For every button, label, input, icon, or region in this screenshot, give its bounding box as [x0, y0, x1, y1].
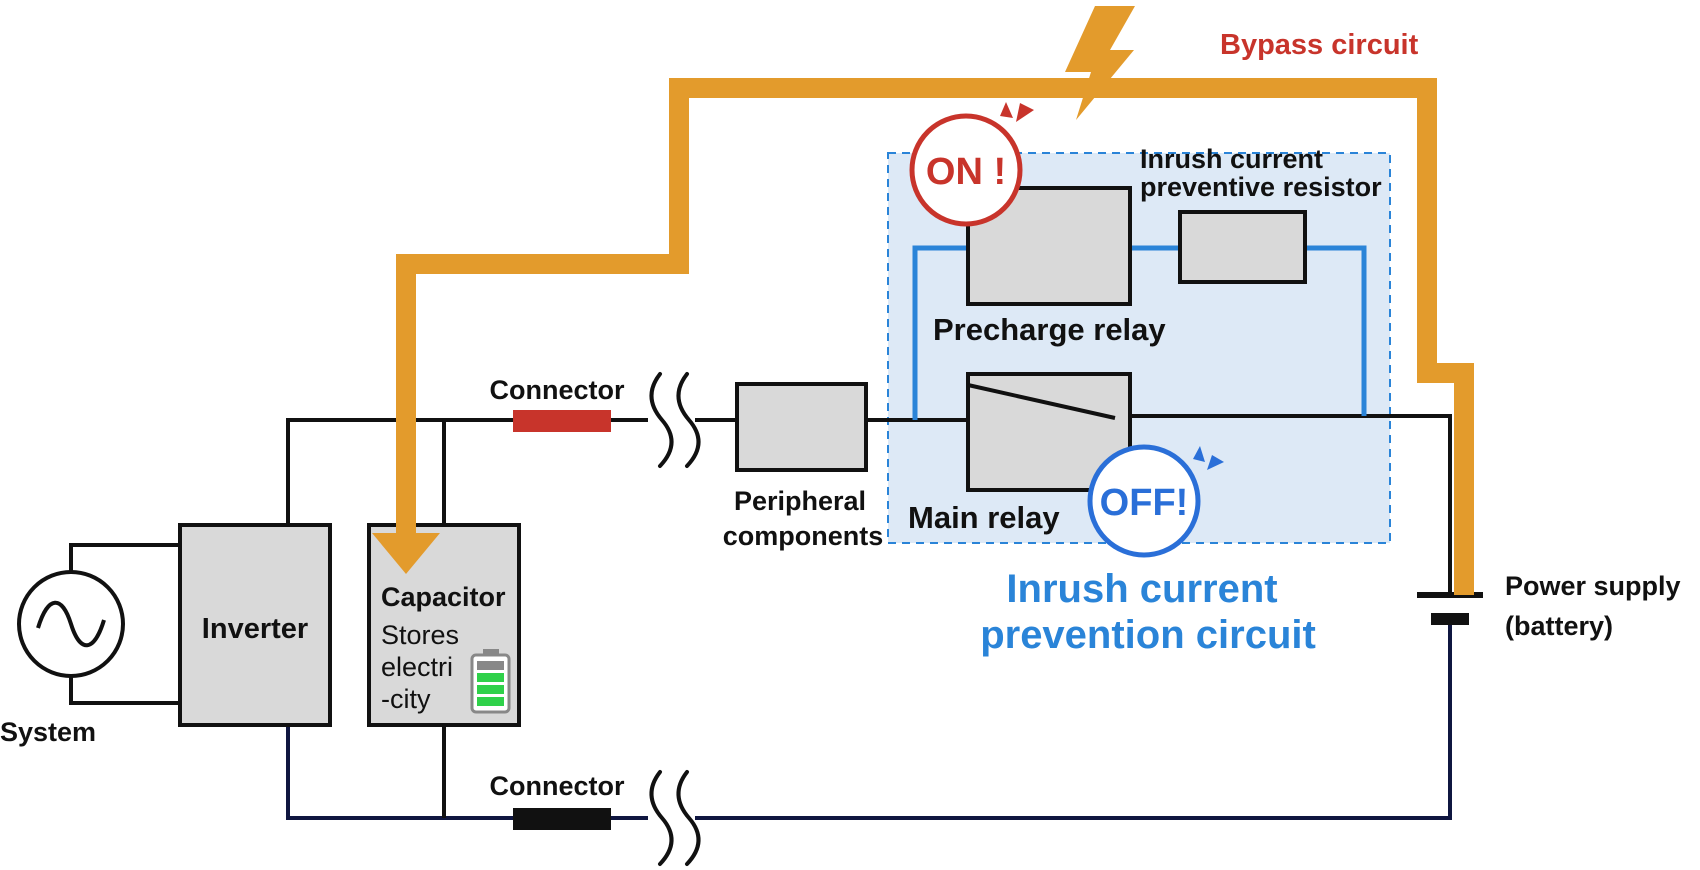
resistor-label-line-2: preventive resistor [1140, 172, 1382, 202]
off-badge: OFF! [1087, 444, 1224, 558]
capacitor-desc-line-2: electri [381, 652, 453, 682]
capacitor-desc-line-3: -city [381, 684, 431, 714]
off-badge-text: OFF! [1100, 482, 1189, 524]
battery-plate-positive [1417, 592, 1483, 598]
source-wire-top [69, 543, 180, 575]
power-supply-label-line-2: (battery) [1505, 611, 1613, 641]
bypass-circuit-label: Bypass circuit [1220, 29, 1419, 61]
resistor-box [1178, 210, 1307, 284]
source-wire-bottom [69, 670, 180, 705]
ac-source-icon [17, 570, 125, 678]
precharge-loop-right [1305, 245, 1367, 416]
on-badge: ON ! [909, 102, 1034, 227]
power-supply-label-line-1: Power supply [1505, 571, 1681, 601]
capacitor-desc-line-1: Stores [381, 620, 459, 650]
connector-negative [513, 808, 611, 830]
wire-break-top [649, 372, 701, 468]
on-badge-spark-2 [1016, 103, 1034, 122]
precharge-relay-label: Precharge relay [933, 312, 1166, 347]
main-relay-label: Main relay [908, 500, 1060, 535]
prevention-circuit-label-line-1: Inrush current [1006, 567, 1277, 611]
inverter-box [178, 523, 332, 727]
positive-wire-right [1115, 414, 1452, 595]
connector-bottom-label: Connector [490, 771, 625, 801]
inverter-label: Inverter [202, 613, 308, 645]
peripheral-components-box [735, 382, 868, 472]
capacitor-title: Capacitor [381, 582, 506, 612]
bypass-arrow-head [372, 533, 440, 574]
peripheral-label-line-1: Peripheral [734, 486, 866, 516]
battery-plate-negative [1431, 613, 1469, 625]
connector-positive [513, 410, 611, 432]
negative-wire-right [695, 622, 1452, 820]
wire-break-bottom [649, 770, 701, 866]
bypass-circuit-path [396, 78, 1474, 595]
system-label: System [0, 717, 96, 747]
main-relay-switch-blade [967, 383, 1116, 420]
on-badge-spark-1 [1000, 102, 1013, 118]
precharge-loop-left [912, 245, 968, 420]
off-badge-spark-2 [1207, 455, 1224, 470]
peripheral-label-line-2: components [723, 521, 884, 551]
resistor-label-line-1: Inrush current [1140, 144, 1323, 174]
connector-top-label: Connector [490, 375, 625, 405]
positive-wire-left [286, 418, 648, 525]
off-badge-spark-1 [1193, 446, 1205, 462]
lightning-bolt-icon [1065, 6, 1135, 120]
prevention-circuit-label-line-2: prevention circuit [980, 613, 1316, 657]
on-badge-text: ON ! [926, 151, 1006, 193]
battery-icon [470, 649, 511, 714]
